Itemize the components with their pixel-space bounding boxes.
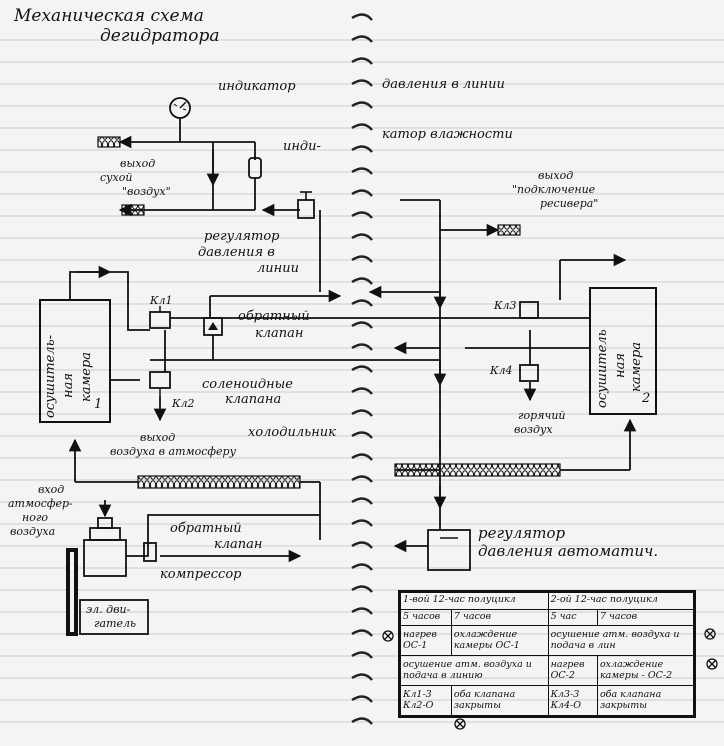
dryer-chamber-1 — [39, 299, 111, 423]
label-dryer2-c: камера — [629, 341, 644, 392]
humidity-indicator — [248, 157, 262, 179]
label-dryer1-c: камера — [79, 351, 94, 402]
label-intake-3: ного — [22, 511, 49, 524]
label-motor-1: эл. дви- — [86, 603, 131, 616]
schedule-cell: нагрев ОС-2 — [547, 655, 598, 687]
schedule-cell: 2-ой 12-час полуцикл — [547, 592, 695, 610]
schedule-cell: Кл3-3 Кл4-О — [547, 685, 598, 716]
label-dry-air-1: выход — [120, 157, 156, 170]
schedule-row-valves: Кл1-3 Кл2-О оба клапана закрыты Кл3-3 Кл… — [400, 685, 695, 716]
binding-marks — [382, 628, 718, 730]
label-check-valve-2b: клапан — [214, 537, 263, 552]
check-valve-2 — [143, 542, 157, 562]
label-kl2: Кл2 — [172, 397, 195, 410]
cooler-coil — [137, 475, 301, 489]
schedule-cell: 5 часов — [400, 608, 452, 627]
operating-schedule-table: 1-вой 12-час полуцикл 2-ой 12-час полуци… — [398, 590, 696, 718]
label-exhaust-1: выход — [140, 431, 176, 444]
label-receiver-1: выход — [538, 169, 574, 182]
schedule-row-oc2: осушение атм. воздуха и подача в линию н… — [400, 655, 695, 687]
schedule-cell: охлаждение камеры ОС-1 — [450, 625, 549, 657]
label-intake-4: воздуха — [10, 525, 56, 538]
schedule-cell: осушение атм. воздуха и подача в линию — [400, 655, 549, 687]
electric-motor — [66, 548, 149, 636]
label-check-valve-2a: обратный — [170, 521, 242, 536]
valve-kl4 — [519, 364, 539, 382]
schedule-cell: 1-вой 12-час полуцикл — [400, 592, 549, 610]
compressor-assembly — [83, 500, 320, 577]
label-intake-2: атмосфер- — [8, 497, 73, 510]
label-dryer1-a: осушитель- — [43, 334, 58, 418]
schedule-row-durations: 5 часов 7 часов 5 час 7 часов — [400, 608, 695, 627]
schedule-cell: 7 часов — [596, 608, 695, 627]
label-receiver-3: ресивера" — [540, 197, 599, 210]
label-indicator-humidity: инди- — [283, 139, 321, 154]
label-kl4: Кл4 — [490, 364, 513, 377]
receiver-outlet — [497, 224, 521, 236]
auto-pressure-regulator — [427, 529, 471, 571]
label-indicator-pressure: индикатор — [218, 79, 296, 94]
label-dry-air-2: сухой — [100, 171, 133, 184]
label-check-valve-1a: обратный — [238, 309, 310, 324]
label-solenoid-1: соленоидные — [202, 377, 293, 392]
label-dryer2-a: осушитель — [595, 329, 610, 408]
dry-air-outlet-1 — [97, 136, 121, 148]
label-hot-air-2: воздух — [514, 423, 553, 436]
label-intake-1: вход — [38, 483, 65, 496]
label-kl3: Кл3 — [494, 299, 517, 312]
label-kl1: Кл1 — [150, 294, 173, 307]
label-dryer2-num: 2 — [642, 391, 651, 406]
schedule-cell: осушение атм. воздуха и подача в лин — [547, 625, 695, 657]
label-check-valve-1b: клапан — [255, 326, 304, 341]
schedule-cell: Кл1-3 Кл2-О — [400, 685, 452, 716]
label-regulator-3: линии — [257, 261, 299, 276]
dry-air-outlet-2 — [121, 204, 145, 216]
dryer-chamber-2 — [589, 287, 657, 415]
label-auto-regulator-2: давления автоматич. — [478, 542, 659, 560]
cooler-coil-2 — [394, 463, 561, 477]
schedule-cell: охлаждение камеры - ОС-2 — [596, 655, 695, 687]
label-cooler: холодильник — [248, 425, 336, 440]
schedule-cell: оба клапана закрыты — [450, 685, 549, 716]
schedule-row-header: 1-вой 12-час полуцикл 2-ой 12-час полуци… — [400, 592, 695, 610]
label-indicator-humidity-cont: катор влажности — [382, 127, 513, 142]
label-receiver-2: "подключение — [512, 183, 596, 196]
schedule-cell: нагрев ОС-1 — [400, 625, 452, 657]
schedule-cell: 5 час — [547, 608, 598, 627]
schedule-cell: оба клапана закрыты — [596, 685, 695, 716]
valve-kl3 — [519, 301, 539, 319]
pressure-regulator — [297, 191, 315, 219]
label-solenoid-2: клапана — [225, 392, 282, 407]
label-indicator-pressure-cont: давления в линии — [382, 77, 505, 92]
label-regulator-1: регулятор — [204, 229, 280, 244]
label-dry-air-3: "воздух" — [122, 185, 171, 198]
title-line-1: Механическая схема — [14, 6, 204, 26]
label-regulator-2: давления в — [198, 245, 275, 260]
spiral-binding — [351, 13, 373, 725]
label-exhaust-2: воздуха в атмосферу — [110, 445, 236, 458]
schedule-row-oc1: нагрев ОС-1 охлаждение камеры ОС-1 осуше… — [400, 625, 695, 657]
label-dryer1-b: ная — [61, 373, 76, 398]
label-compressor: компрессор — [160, 567, 242, 582]
title-line-2: дегидратора — [100, 26, 220, 46]
valve-kl2 — [149, 371, 171, 396]
check-valve-1 — [203, 317, 223, 336]
label-dryer2-b: ная — [613, 353, 628, 378]
label-auto-regulator-1: регулятор — [478, 524, 566, 542]
label-hot-air-1: горячий — [518, 409, 566, 422]
label-dryer1-num: 1 — [94, 397, 103, 412]
schedule-cell: 7 часов — [450, 608, 549, 627]
label-motor-2: гатель — [94, 617, 137, 630]
pressure-indicator-gauge — [169, 97, 191, 119]
valve-kl1 — [149, 306, 171, 329]
